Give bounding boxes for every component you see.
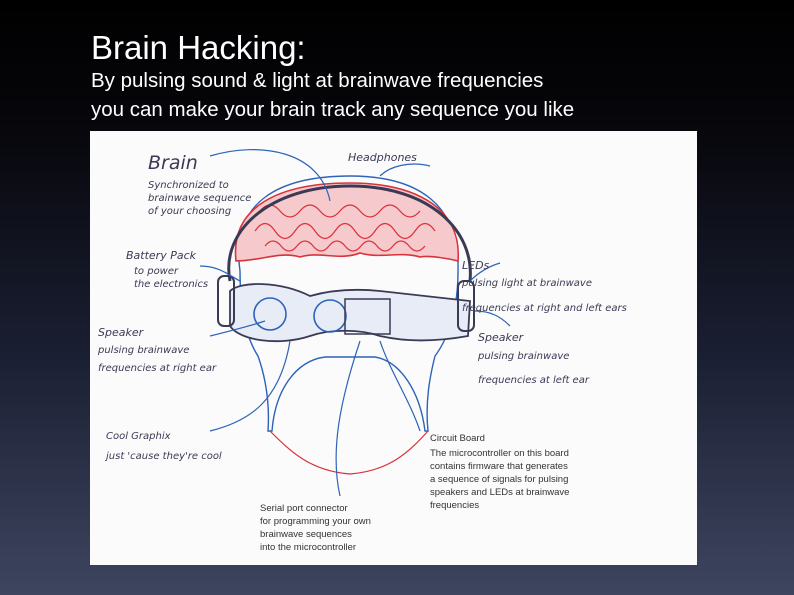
speaker-right-desc-1: pulsing brainwave: [477, 351, 569, 362]
speaker-left-desc-2: frequencies at right ear: [98, 363, 217, 374]
serial-port-2: for programming your own: [260, 516, 371, 527]
leds-desc-2: frequencies at right and left ears: [462, 303, 627, 314]
pointer-arrows: [199, 149, 511, 497]
brain-heading: Brain: [148, 152, 198, 174]
leds-desc-1: pulsing light at brainwave: [461, 278, 592, 289]
head-outline: [238, 175, 459, 432]
circuit-board-5: speakers and LEDs at brainwave: [430, 487, 569, 498]
cool-graphix-1: Cool Graphix: [106, 431, 171, 442]
brain-folds: [254, 204, 436, 252]
right-led: [313, 299, 347, 333]
battery-desc-2: the electronics: [134, 279, 208, 290]
circuit-board-box: [344, 298, 391, 335]
serial-port-3: brainwave sequences: [260, 529, 352, 540]
cool-graphix-2: just 'cause they're cool: [104, 451, 222, 462]
headband: [227, 184, 472, 282]
speaker-left-heading: Speaker: [98, 326, 145, 339]
speaker-left-desc-1: pulsing brainwave: [97, 345, 189, 356]
leds-heading: LEDs: [462, 259, 490, 272]
speaker-right-desc-2: frequencies at left ear: [478, 375, 590, 386]
battery-desc-1: to power: [134, 266, 179, 277]
headphones-label: Headphones: [348, 151, 417, 164]
subtitle-line-2: you can make your brain track any sequen…: [91, 98, 575, 121]
subtitle-line-1: By pulsing sound & light at brainwave fr…: [91, 69, 544, 92]
speaker-right-heading: Speaker: [478, 331, 525, 344]
slide-title: Brain Hacking:: [91, 29, 306, 66]
right-ear-speaker: [457, 280, 475, 332]
brain-desc-1: Synchronized to: [148, 180, 229, 191]
circuit-board-2: The microcontroller on this board: [430, 448, 569, 459]
neck-outline: [269, 430, 429, 475]
battery-heading: Battery Pack: [126, 249, 197, 262]
circuit-board-4: a sequence of signals for pulsing: [430, 474, 568, 485]
left-ear-speaker: [217, 275, 235, 327]
serial-port-4: into the microcontroller: [260, 542, 356, 553]
slide-subtitle: By pulsing sound & light at brainwave fr…: [91, 66, 781, 124]
brain-desc-3: of your choosing: [148, 206, 231, 217]
serial-port-1: Serial port connector: [260, 503, 348, 514]
left-led: [253, 297, 287, 331]
circuit-board-6: frequencies: [430, 500, 479, 511]
brain-hacking-diagram: Brain Synchronized to brainwave sequence…: [90, 131, 697, 565]
circuit-board-3: contains firmware that generates: [430, 461, 568, 472]
brain-desc-2: brainwave sequence: [148, 193, 251, 204]
diagram-drawing: Brain Synchronized to brainwave sequence…: [97, 149, 627, 553]
goggles: [229, 283, 471, 343]
circuit-board-1: Circuit Board: [430, 433, 485, 444]
